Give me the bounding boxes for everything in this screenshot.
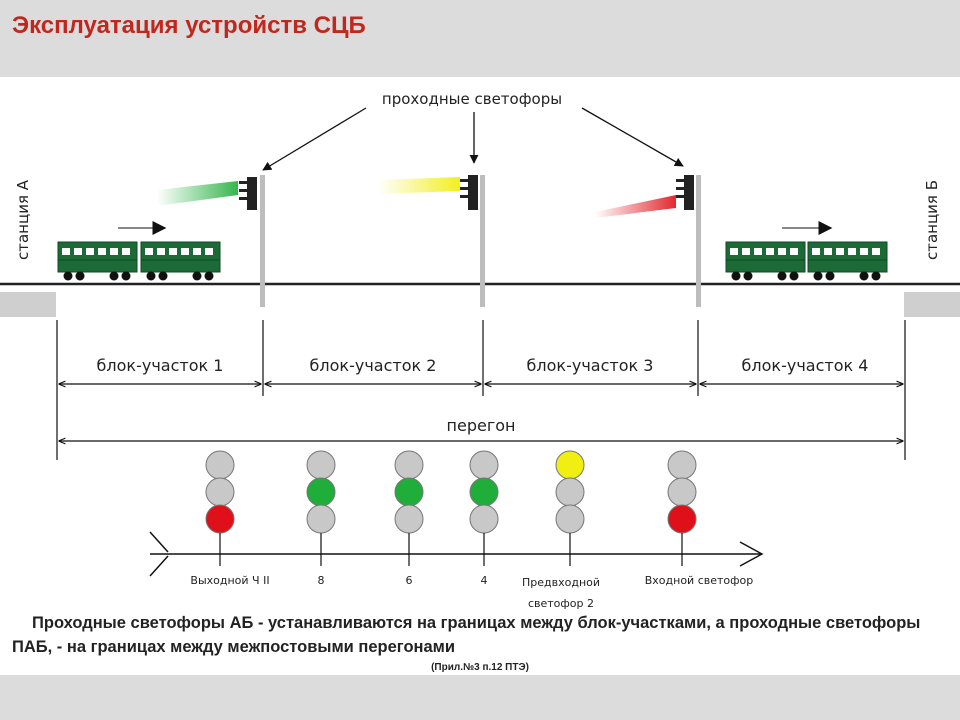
signal-indicator-1	[205, 450, 235, 566]
signal-indicator-4	[469, 450, 499, 566]
station-a-platform	[0, 292, 56, 317]
signal-head-2	[460, 175, 478, 210]
signal-head-3	[676, 175, 694, 210]
signal-3-label: 6	[406, 574, 413, 587]
block-3-label: блок-участок 3	[527, 356, 654, 375]
haul-label: перегон	[447, 416, 516, 435]
panel-axis-tail-bottom	[149, 555, 169, 577]
block-4-label: блок-участок 4	[742, 356, 869, 375]
signal-4-lamp-2	[469, 477, 499, 507]
signal-2-lamp-1	[306, 450, 336, 480]
signal-mast-1	[260, 175, 265, 307]
signal-1-lamp-1	[205, 450, 235, 480]
signal-2-label: 8	[318, 574, 325, 587]
station-a-label: станция А	[14, 179, 32, 260]
signal-head-1	[239, 177, 257, 210]
signal-6-lamp-3	[667, 504, 697, 534]
train-right	[725, 241, 888, 281]
signal-5-lamp-2	[555, 477, 585, 507]
caption: Проходные светофоры АБ - устанавливаются…	[12, 614, 921, 656]
yellow-light-beam	[378, 177, 460, 194]
signal-5-lamp-1	[555, 450, 585, 480]
station-b-label: станция Б	[923, 180, 941, 260]
signal-5-label-line-1: Предвходной	[522, 576, 600, 589]
footer-band	[0, 675, 960, 720]
signal-4-lamp-1	[469, 450, 499, 480]
signals-callout-label: проходные светофоры	[382, 90, 562, 108]
panel-axis-tail-top	[149, 531, 169, 553]
signal-indicator-3	[394, 450, 424, 566]
red-light-beam	[595, 195, 676, 218]
signal-1-lamp-2	[205, 477, 235, 507]
signal-2-lamp-2	[306, 477, 336, 507]
signal-2-lamp-3	[306, 504, 336, 534]
block-boundaries	[56, 320, 906, 460]
signal-indicator-5	[555, 450, 585, 566]
panel-axis-arrowhead	[739, 541, 764, 567]
slide-title: Эксплуатация устройств СЦБ	[12, 12, 366, 39]
signal-1-label: Выходной Ч II	[190, 574, 269, 587]
callout-arrow-3	[581, 107, 684, 167]
signal-3-lamp-2	[394, 477, 424, 507]
signal-5-label-line-2: светофор 2	[528, 597, 594, 610]
reference-note: (Прил.№3 п.12 ПТЭ)	[431, 662, 529, 673]
signal-mast-2	[480, 175, 485, 307]
signal-3-lamp-3	[394, 504, 424, 534]
signal-indicator-6	[667, 450, 697, 566]
green-light-beam	[157, 181, 238, 206]
signal-6-lamp-2	[667, 477, 697, 507]
train-left	[57, 241, 221, 281]
block-1-label: блок-участок 1	[97, 356, 224, 375]
signal-4-lamp-3	[469, 504, 499, 534]
signal-1-lamp-3	[205, 504, 235, 534]
station-b-platform	[904, 292, 960, 317]
signal-6-label: Входной светофор	[645, 574, 754, 587]
signal-4-label: 4	[481, 574, 488, 587]
signal-5-lamp-3	[555, 504, 585, 534]
signal-mast-3	[696, 175, 701, 307]
signal-6-lamp-1	[667, 450, 697, 480]
signal-3-lamp-1	[394, 450, 424, 480]
signal-indicator-2	[306, 450, 336, 566]
callout-arrow-1	[262, 107, 367, 171]
header-band	[0, 0, 960, 77]
block-2-label: блок-участок 2	[310, 356, 437, 375]
